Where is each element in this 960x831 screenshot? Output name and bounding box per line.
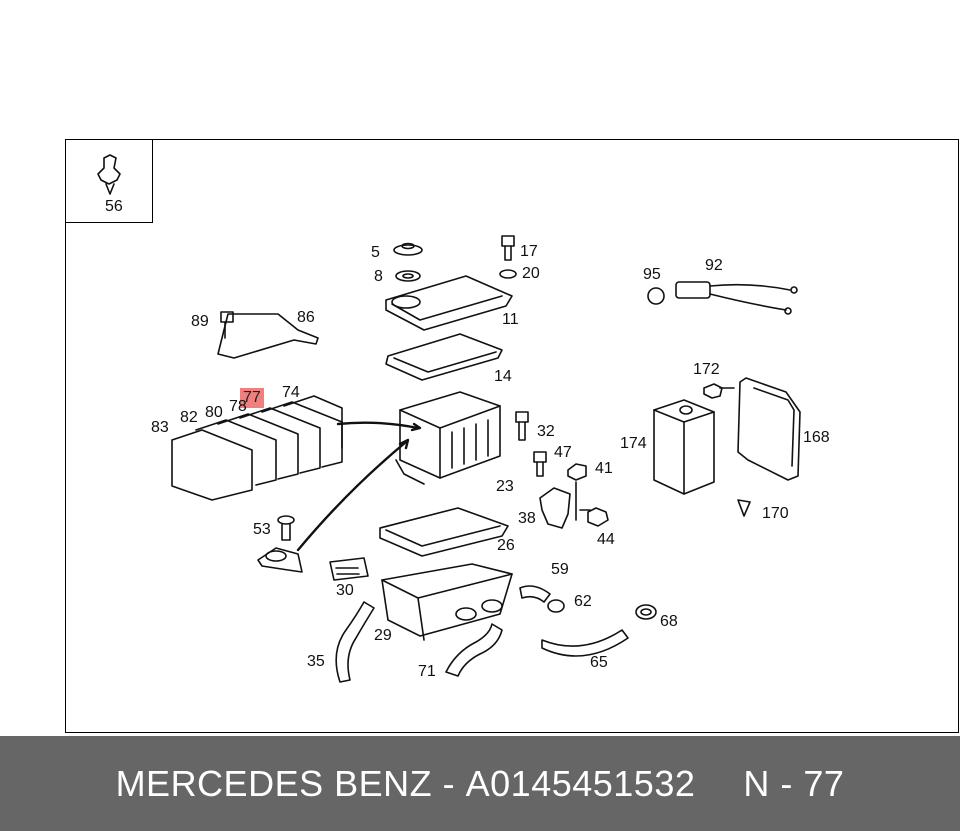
gasket-part-26 bbox=[379, 507, 509, 557]
callout-30[interactable]: 30 bbox=[336, 582, 354, 599]
callout-26[interactable]: 26 bbox=[497, 537, 515, 554]
callout-80[interactable]: 80 bbox=[205, 404, 223, 421]
callout-44[interactable]: 44 bbox=[597, 531, 615, 548]
bolt-part-17 bbox=[499, 235, 517, 279]
diagram-frame bbox=[65, 139, 959, 733]
hose-part-65 bbox=[541, 629, 629, 657]
callout-14[interactable]: 14 bbox=[494, 368, 512, 385]
callout-59[interactable]: 59 bbox=[551, 561, 569, 578]
hose-part-35 bbox=[335, 601, 375, 683]
callout-83[interactable]: 83 bbox=[151, 419, 169, 436]
hose-part-71 bbox=[445, 623, 503, 677]
clip-part-56 bbox=[97, 154, 121, 195]
callout-74[interactable]: 74 bbox=[282, 384, 300, 401]
callout-92[interactable]: 92 bbox=[705, 257, 723, 274]
callout-65[interactable]: 65 bbox=[590, 654, 608, 671]
footer-caption: MERCEDES BENZ - A0145451532 N - 77 bbox=[0, 736, 960, 831]
callout-78[interactable]: 78 bbox=[229, 398, 247, 415]
callout-41[interactable]: 41 bbox=[595, 460, 613, 477]
callout-35[interactable]: 35 bbox=[307, 653, 325, 670]
callout-77-highlighted[interactable]: 77 bbox=[240, 388, 264, 408]
callout-20[interactable]: 20 bbox=[522, 265, 540, 282]
callout-174[interactable]: 174 bbox=[620, 435, 647, 452]
tray-part-29 bbox=[381, 563, 513, 641]
sensor-part-92 bbox=[647, 281, 798, 315]
assembly-arrows bbox=[296, 421, 422, 552]
callout-89[interactable]: 89 bbox=[191, 313, 209, 330]
callout-29[interactable]: 29 bbox=[374, 627, 392, 644]
footer-part-number: A0145451532 bbox=[465, 763, 696, 804]
callout-5[interactable]: 5 bbox=[371, 244, 380, 261]
bolt-part-32 bbox=[515, 411, 587, 481]
inset-box bbox=[65, 139, 153, 223]
callout-62[interactable]: 62 bbox=[574, 593, 592, 610]
callout-82[interactable]: 82 bbox=[180, 409, 198, 426]
bracket-part-168 bbox=[737, 377, 801, 517]
footer-brand: MERCEDES BENZ bbox=[115, 763, 433, 804]
cover-part-11 bbox=[385, 275, 513, 331]
housing-part-23 bbox=[395, 391, 501, 485]
callout-95[interactable]: 95 bbox=[643, 266, 661, 283]
callout-172[interactable]: 172 bbox=[693, 361, 720, 378]
callout-170[interactable]: 170 bbox=[762, 505, 789, 522]
bracket-part-86 bbox=[217, 311, 319, 359]
control-modules-stack bbox=[171, 395, 343, 501]
inset-label-56: 56 bbox=[105, 198, 123, 215]
callout-71[interactable]: 71 bbox=[418, 663, 436, 680]
mount-part-53 bbox=[257, 515, 303, 573]
callout-38[interactable]: 38 bbox=[518, 510, 536, 527]
callout-86[interactable]: 86 bbox=[297, 309, 315, 326]
clamp-part-68 bbox=[635, 604, 657, 620]
gasket-part-14 bbox=[385, 333, 503, 381]
bracket-part-38 bbox=[539, 481, 609, 529]
hose-part-59 bbox=[519, 585, 565, 613]
footer-position: N - 77 bbox=[743, 763, 845, 804]
callout-168[interactable]: 168 bbox=[803, 429, 830, 446]
callout-53[interactable]: 53 bbox=[253, 521, 271, 538]
callout-8[interactable]: 8 bbox=[374, 268, 383, 285]
callout-23[interactable]: 23 bbox=[496, 478, 514, 495]
callout-17[interactable]: 17 bbox=[520, 243, 538, 260]
footer-bar bbox=[0, 736, 960, 831]
label-part-30 bbox=[329, 557, 369, 581]
callout-68[interactable]: 68 bbox=[660, 613, 678, 630]
washer-part-5 bbox=[393, 242, 423, 282]
footer-separator: - bbox=[442, 763, 456, 804]
callout-11[interactable]: 11 bbox=[502, 311, 519, 328]
callout-32[interactable]: 32 bbox=[537, 423, 555, 440]
callout-47[interactable]: 47 bbox=[554, 444, 572, 461]
module-part-174 bbox=[653, 383, 735, 495]
